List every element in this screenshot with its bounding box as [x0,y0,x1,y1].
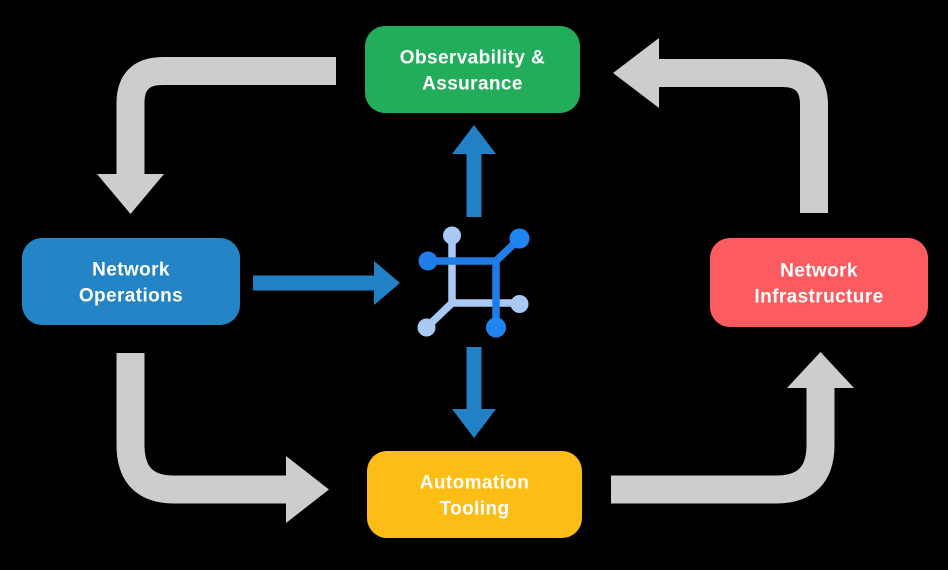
hub-node-bottom-left [417,318,436,337]
node-label-line1: Automation [420,473,530,494]
arrow-hub-to-automation [452,347,496,438]
arrow-head-right-icon [374,261,400,305]
node-label-line1: Observability & [400,48,545,69]
node-label-line2: Operations [79,286,183,307]
arrow-shaft [611,387,835,504]
arrow-infrastructure-to-observability [613,38,828,213]
hub-node-bottom [486,317,506,338]
arrow-automation-to-infrastructure [611,352,854,504]
node-box [365,26,580,113]
arrow-head-left-icon [613,38,659,108]
node-label-line2: Assurance [422,74,523,95]
node-operations: Network Operations [22,238,240,325]
arrow-observability-to-operations [97,57,336,214]
arrow-head-up-icon [452,125,496,154]
hub-node-top-right [509,228,530,249]
arrow-head-right-icon [286,456,329,523]
arrow-operations-to-hub [253,261,400,305]
node-label-line1: Network [92,260,170,281]
node-label-line2: Infrastructure [754,287,883,308]
node-automation: Automation Tooling [367,451,582,538]
node-observability: Observability & Assurance [365,26,580,113]
arrow-head-down-icon [97,174,164,214]
node-box [710,238,928,327]
node-infrastructure: Network Infrastructure [710,238,928,327]
hub-node-right-light [510,295,529,313]
hub-node-top-left [443,226,461,245]
arrow-head-up-icon [787,352,854,388]
network-hub-icon [417,226,530,338]
hub-node-left [418,251,438,271]
arrow-operations-to-automation [116,353,329,523]
arrow-shaft [658,59,828,213]
node-label-line1: Network [780,261,858,282]
arrow-head-down-icon [452,409,496,438]
node-box [367,451,582,538]
node-box [22,238,240,325]
arrow-hub-to-observability [452,125,496,217]
node-label-line2: Tooling [440,499,510,520]
arrow-shaft [116,353,287,504]
arrow-shaft [116,57,336,176]
